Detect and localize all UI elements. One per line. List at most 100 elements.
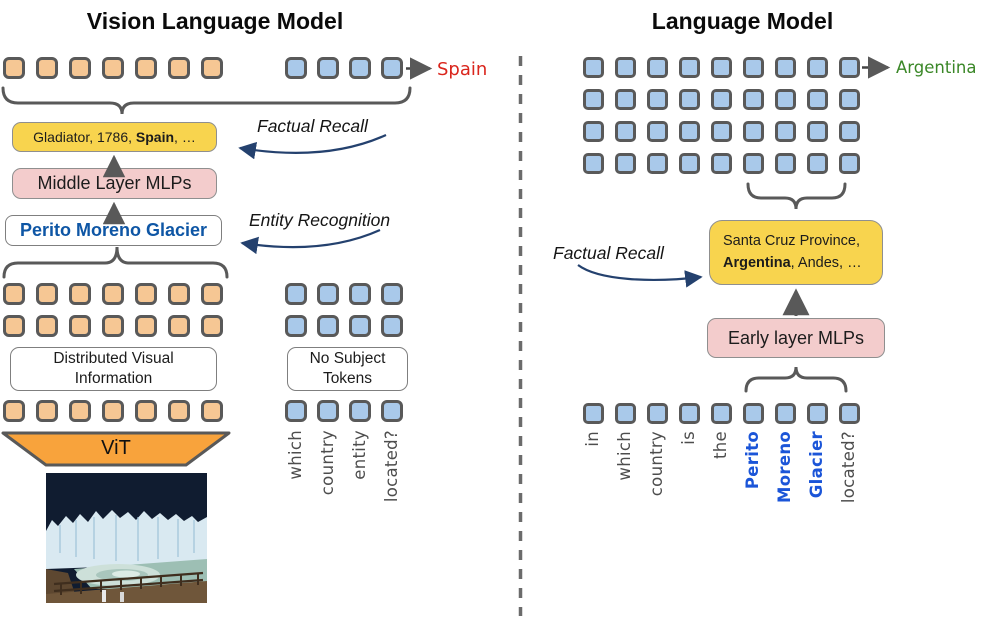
text-token bbox=[615, 89, 636, 110]
factual-recall-label-right: Factual Recall bbox=[553, 243, 664, 263]
question-word-cell: country bbox=[647, 431, 668, 591]
text-token bbox=[317, 400, 339, 422]
question-word: which bbox=[285, 430, 305, 480]
text-token bbox=[807, 89, 828, 110]
image-token bbox=[36, 283, 58, 305]
question-word: Glacier bbox=[807, 431, 827, 499]
text-token bbox=[285, 315, 307, 337]
text-token bbox=[381, 283, 403, 305]
text-token bbox=[775, 57, 796, 78]
question-word: country bbox=[647, 431, 667, 497]
text-token bbox=[679, 121, 700, 142]
image-token bbox=[69, 57, 91, 79]
dvi-line2: Information bbox=[74, 370, 153, 387]
text-token bbox=[711, 89, 732, 110]
vlm-text-grid-row-2 bbox=[285, 315, 403, 337]
text-token bbox=[775, 121, 796, 142]
lm-grid-row-1 bbox=[583, 57, 860, 78]
image-token bbox=[135, 57, 157, 79]
lm-grid-row-4 bbox=[583, 153, 860, 174]
dvi-line1: Distributed Visual bbox=[53, 349, 174, 367]
text-token bbox=[583, 89, 604, 110]
question-word-cell: entity bbox=[349, 430, 371, 580]
nst-line2: Tokens bbox=[322, 370, 373, 387]
lm-factual-recall-box: Santa Cruz Province, Argentina, Andes, … bbox=[709, 220, 883, 285]
image-token bbox=[201, 400, 223, 422]
question-word-cell: which bbox=[285, 430, 307, 580]
vlm-text-grid-row-1 bbox=[285, 283, 403, 305]
image-token bbox=[102, 283, 124, 305]
question-word: country bbox=[317, 430, 337, 496]
text-token bbox=[349, 315, 371, 337]
lm-predicted-token: Argentina bbox=[896, 58, 977, 77]
text-token bbox=[807, 403, 828, 424]
text-token bbox=[775, 403, 796, 424]
text-token bbox=[317, 57, 339, 79]
text-token bbox=[647, 121, 668, 142]
no-subject-tokens-box: No Subject Tokens bbox=[287, 347, 408, 391]
text-token bbox=[583, 57, 604, 78]
vlm-image-embedding-row bbox=[3, 400, 223, 422]
image-token bbox=[102, 57, 124, 79]
lm-grid-row-2 bbox=[583, 89, 860, 110]
question-word-cell: country bbox=[317, 430, 339, 580]
text-token bbox=[349, 283, 371, 305]
text-token bbox=[775, 89, 796, 110]
vlm-output-text-token-row bbox=[285, 57, 403, 79]
image-token bbox=[201, 57, 223, 79]
image-token bbox=[201, 315, 223, 337]
vlm-title: Vision Language Model bbox=[86, 8, 344, 34]
image-token bbox=[69, 400, 91, 422]
vlm-question-words: which country entity located? bbox=[285, 430, 403, 580]
text-token bbox=[647, 57, 668, 78]
glacier-photo bbox=[46, 473, 207, 603]
question-word-cell: Glacier bbox=[807, 431, 828, 591]
image-token bbox=[201, 283, 223, 305]
recall-line2: Argentina, Andes, … bbox=[723, 254, 862, 271]
text-token bbox=[647, 89, 668, 110]
question-word: in bbox=[583, 431, 603, 447]
question-word-cell: located? bbox=[839, 431, 860, 591]
text-token bbox=[647, 403, 668, 424]
image-token bbox=[135, 315, 157, 337]
entity-recognition-label: Entity Recognition bbox=[249, 210, 391, 230]
question-word: Moreno bbox=[775, 431, 795, 503]
question-word: the bbox=[711, 431, 731, 459]
image-token bbox=[3, 315, 25, 337]
vlm-text-embedding-row bbox=[285, 400, 403, 422]
lm-question-words: in which country is the Perito Moreno Gl… bbox=[583, 431, 860, 591]
text-token bbox=[743, 121, 764, 142]
text-token bbox=[807, 121, 828, 142]
text-token bbox=[679, 89, 700, 110]
vlm-image-grid-row-2 bbox=[3, 315, 223, 337]
image-token bbox=[102, 400, 124, 422]
early-layer-mlps-box: Early layer MLPs bbox=[707, 318, 885, 358]
recall-line1: Santa Cruz Province, bbox=[723, 232, 861, 249]
vlm-image-tokens-overbrace bbox=[2, 246, 229, 279]
text-token bbox=[615, 57, 636, 78]
text-token bbox=[743, 89, 764, 110]
image-token bbox=[168, 315, 190, 337]
question-word-cell: the bbox=[711, 431, 732, 591]
recall-text: Gladiator, 1786, Spain, … bbox=[33, 129, 196, 145]
image-token bbox=[168, 400, 190, 422]
lm-input-token-row bbox=[583, 403, 860, 424]
text-token bbox=[839, 89, 860, 110]
text-token bbox=[711, 403, 732, 424]
text-token bbox=[285, 283, 307, 305]
middle-layer-mlps-box: Middle Layer MLPs bbox=[12, 168, 217, 199]
lm-subject-tokens-overbrace bbox=[744, 366, 848, 393]
image-token bbox=[69, 283, 91, 305]
text-token bbox=[583, 153, 604, 174]
entity-recognition-arrow bbox=[240, 228, 381, 255]
text-token bbox=[679, 153, 700, 174]
question-word: located? bbox=[381, 430, 401, 503]
question-word: located? bbox=[839, 431, 859, 504]
text-token bbox=[285, 400, 307, 422]
text-token bbox=[381, 400, 403, 422]
factual-recall-arrow-right bbox=[577, 264, 703, 288]
question-word-cell: Perito bbox=[743, 431, 764, 591]
question-word-cell: located? bbox=[381, 430, 403, 580]
text-token bbox=[839, 153, 860, 174]
